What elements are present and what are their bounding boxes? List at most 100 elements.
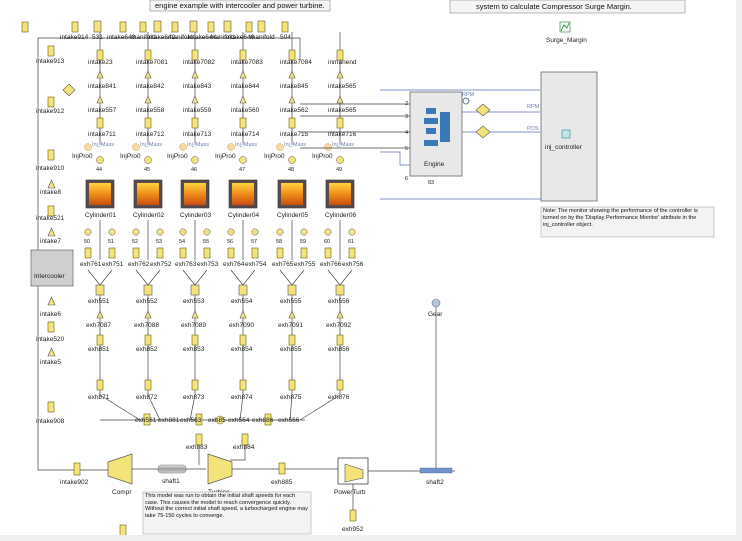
flow-left-2[interactable] bbox=[47, 227, 56, 237]
pipe-intake902[interactable] bbox=[73, 462, 81, 476]
pipe-runner-top[interactable] bbox=[96, 49, 104, 61]
pipe-exh-d[interactable] bbox=[96, 379, 104, 391]
orifice-icon[interactable] bbox=[144, 156, 152, 164]
pipe-runner-top[interactable] bbox=[288, 49, 296, 61]
flow-arrow-a[interactable] bbox=[239, 70, 247, 79]
pipe-exh-port-b[interactable] bbox=[348, 247, 356, 259]
surge-margin-monitor[interactable]: Surge_Margin bbox=[546, 21, 587, 44]
orifice-icon[interactable] bbox=[239, 156, 247, 164]
pipe-intake644[interactable] bbox=[245, 21, 253, 33]
pipe-exh881[interactable] bbox=[143, 413, 151, 426]
pipe-exh-port-b[interactable] bbox=[156, 247, 164, 259]
flow-left-1[interactable] bbox=[47, 179, 56, 189]
pipe-runner-top[interactable] bbox=[144, 49, 152, 61]
pipe-intake521[interactable] bbox=[47, 205, 55, 217]
exhaust-valve-icon[interactable] bbox=[203, 228, 211, 236]
pipe-intake520[interactable] bbox=[47, 321, 55, 333]
exhaust-valve-icon[interactable] bbox=[156, 228, 164, 236]
rpm-sensor[interactable]: RPM bbox=[462, 92, 475, 105]
pipe-exh563[interactable] bbox=[195, 413, 203, 426]
pipe-exh886[interactable] bbox=[264, 413, 272, 426]
pipe-exh-port-b[interactable] bbox=[108, 247, 116, 259]
inj-controller[interactable]: inj_controller bbox=[540, 71, 598, 202]
pipe-exh-port-b[interactable] bbox=[300, 247, 308, 259]
junction-exhaust[interactable] bbox=[238, 284, 248, 296]
pipe-exh-port-a[interactable] bbox=[179, 247, 187, 259]
pipe-exh-c[interactable] bbox=[239, 334, 247, 346]
orifice-icon[interactable] bbox=[288, 156, 296, 164]
exhaust-valve-icon[interactable] bbox=[324, 228, 332, 236]
pipe-exh952[interactable] bbox=[349, 509, 357, 522]
pipe-intake640[interactable] bbox=[119, 21, 127, 33]
shaft2[interactable]: shaft2 bbox=[419, 467, 453, 486]
junction-exhaust[interactable] bbox=[287, 284, 297, 296]
pipe-exh-c[interactable] bbox=[96, 334, 104, 346]
flow-arrow-a[interactable] bbox=[336, 70, 344, 79]
intercooler[interactable]: Intercooler bbox=[30, 249, 74, 287]
orifice-left-1[interactable] bbox=[62, 83, 76, 97]
flow-arrow-a[interactable] bbox=[191, 70, 199, 79]
pipe-exh-c[interactable] bbox=[144, 334, 152, 346]
power-turbine[interactable]: PowerTurb bbox=[334, 457, 369, 496]
gear[interactable]: Gear bbox=[428, 298, 443, 318]
flow-arrow-b[interactable] bbox=[191, 95, 199, 104]
pipe-intake910[interactable] bbox=[47, 149, 55, 161]
flow-arrow-c[interactable] bbox=[288, 310, 296, 319]
flow-arrow-b[interactable] bbox=[288, 95, 296, 104]
pipe-manifold-3[interactable] bbox=[281, 21, 289, 33]
pipe-runner-top[interactable] bbox=[191, 49, 199, 61]
junction-exhaust[interactable] bbox=[335, 284, 345, 296]
pipe-exh-c[interactable] bbox=[191, 334, 199, 346]
junction-exhaust[interactable] bbox=[95, 284, 105, 296]
flow-arrow-b[interactable] bbox=[239, 95, 247, 104]
pipe-exh-port-a[interactable] bbox=[276, 247, 284, 259]
engine-block[interactable]: Engine 2 3 4 5 6 83 bbox=[405, 91, 463, 186]
pipe-runner-c[interactable] bbox=[239, 117, 247, 129]
pipe-runner-c[interactable] bbox=[336, 117, 344, 129]
junction-exhaust[interactable] bbox=[190, 284, 200, 296]
exhaust-valve-icon[interactable] bbox=[348, 228, 356, 236]
shaft1[interactable]: shaft1 bbox=[157, 464, 187, 485]
pipe-intake913[interactable] bbox=[47, 45, 55, 57]
pipe-runner-c[interactable] bbox=[191, 117, 199, 129]
pipe-manifold-1[interactable] bbox=[139, 21, 147, 33]
pipe-manifold-2[interactable] bbox=[207, 21, 215, 33]
pipe-intake642[interactable] bbox=[171, 21, 179, 33]
pipe-exh-port-b[interactable] bbox=[251, 247, 259, 259]
pipe-runner-top[interactable] bbox=[239, 49, 247, 61]
horizontal-scrollbar[interactable] bbox=[0, 535, 736, 541]
junction-top-2[interactable] bbox=[153, 20, 162, 33]
injector-icon[interactable] bbox=[324, 143, 332, 151]
flow-arrow-b[interactable] bbox=[96, 95, 104, 104]
pipe-exh-port-a[interactable] bbox=[324, 247, 332, 259]
pipe-exh-c[interactable] bbox=[288, 334, 296, 346]
pipe-exh-port-a[interactable] bbox=[84, 247, 92, 259]
orifice-icon[interactable] bbox=[336, 156, 344, 164]
vertical-scrollbar[interactable] bbox=[736, 0, 742, 541]
pipe-intake914[interactable] bbox=[71, 21, 79, 33]
exhaust-valve-icon[interactable] bbox=[251, 228, 259, 236]
junction-top-4[interactable] bbox=[223, 20, 232, 33]
flow-arrow-c[interactable] bbox=[239, 310, 247, 319]
pipe-runner-top[interactable] bbox=[336, 49, 344, 61]
junction-exh85[interactable] bbox=[215, 415, 225, 425]
pipe-runner-c[interactable] bbox=[96, 117, 104, 129]
pipe-exh-port-a[interactable] bbox=[227, 247, 235, 259]
rpm-gauge[interactable]: RPM bbox=[475, 103, 540, 117]
exhaust-valve-icon[interactable] bbox=[179, 228, 187, 236]
exhaust-valve-icon[interactable] bbox=[108, 228, 116, 236]
pipe-exh-port-a[interactable] bbox=[132, 247, 140, 259]
injector-icon[interactable] bbox=[179, 143, 187, 151]
flow-arrow-c[interactable] bbox=[96, 310, 104, 319]
junction-top-5[interactable] bbox=[257, 20, 266, 33]
exhaust-valve-icon[interactable] bbox=[84, 228, 92, 236]
pipe-exh-c[interactable] bbox=[336, 334, 344, 346]
injector-icon[interactable] bbox=[276, 143, 284, 151]
pipe-exh-d[interactable] bbox=[288, 379, 296, 391]
injector-icon[interactable] bbox=[84, 143, 92, 151]
pipe-exh-port-b[interactable] bbox=[203, 247, 211, 259]
junction-top-1[interactable] bbox=[93, 20, 102, 33]
pos-gauge[interactable]: POS bbox=[475, 125, 539, 139]
flow-arrow-c[interactable] bbox=[144, 310, 152, 319]
